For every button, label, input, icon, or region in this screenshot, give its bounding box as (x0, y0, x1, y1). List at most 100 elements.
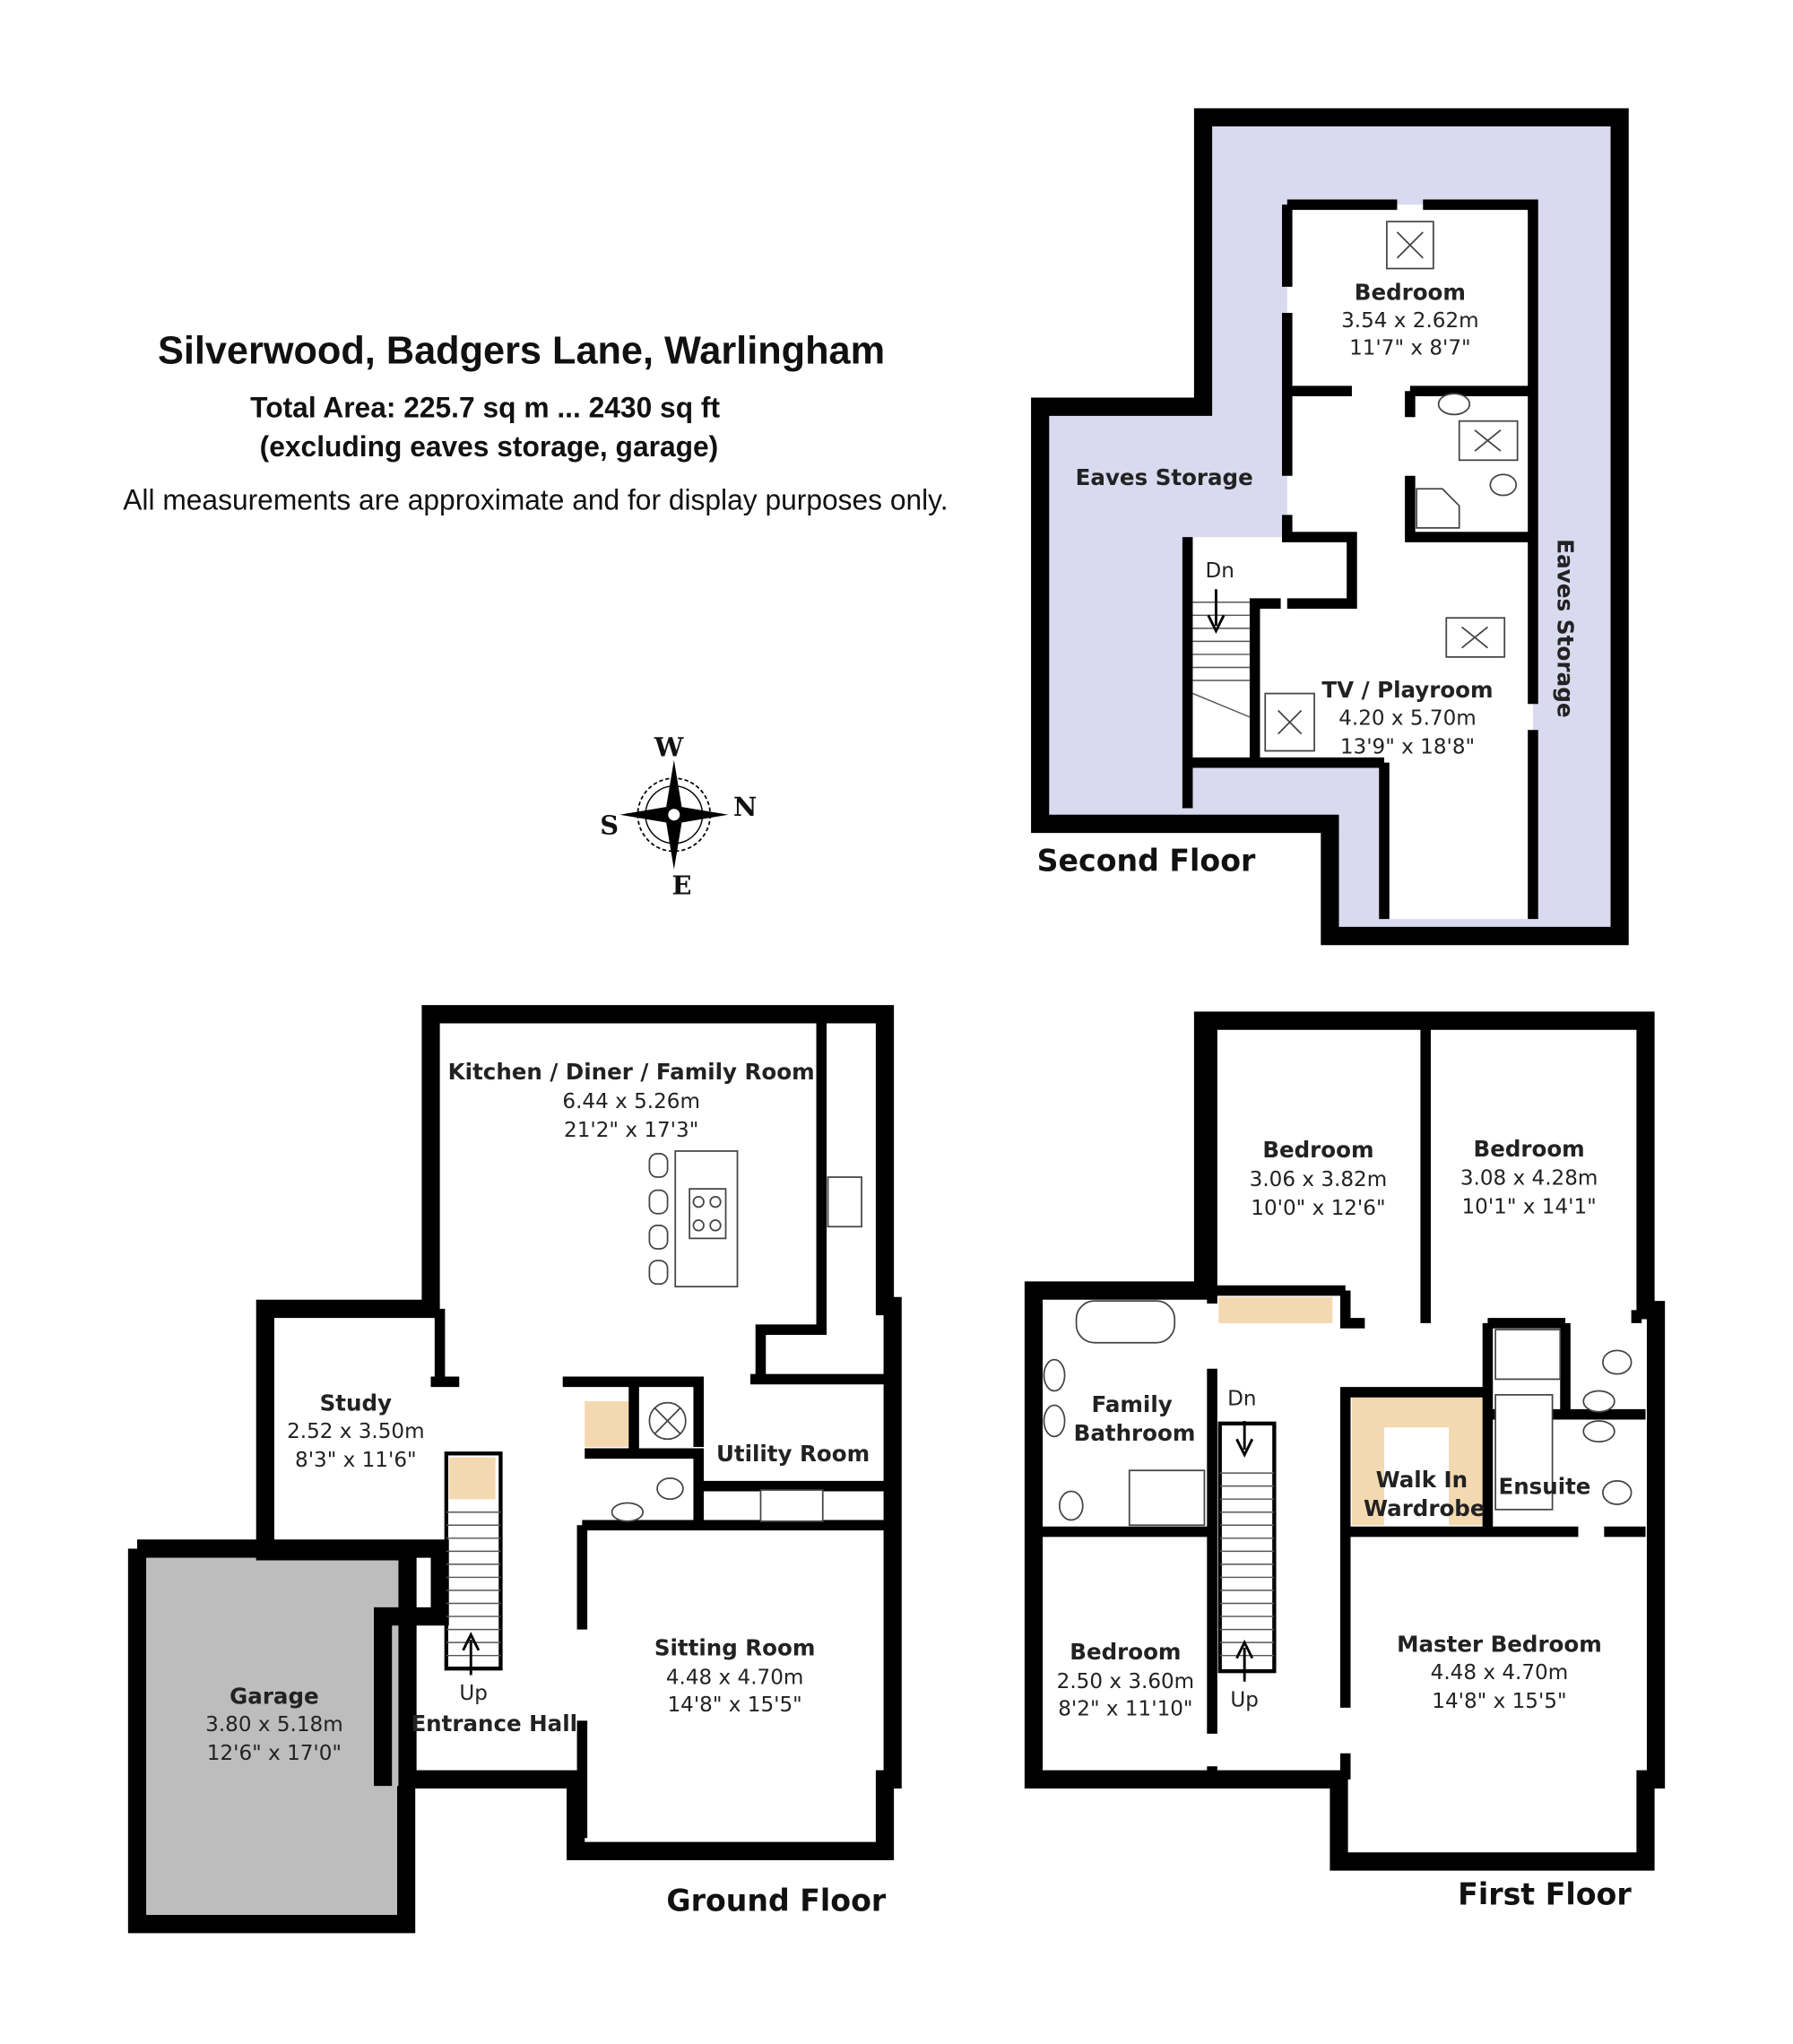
skylight-icon (1445, 617, 1506, 658)
area-exclusion: (excluding eaves storage, garage) (260, 430, 719, 463)
room-metric: 4.48 x 4.70m (666, 1666, 804, 1690)
skylight-icon (1386, 221, 1434, 270)
total-area: Total Area: 225.7 sq m ... 2430 sq ft (250, 391, 720, 423)
room-imperial: 8'2" x 11'10" (1058, 1696, 1192, 1720)
skylight-icon (1458, 420, 1519, 462)
toilet-icon (656, 1477, 684, 1501)
first-floor-inner-walls (1033, 1020, 1646, 1780)
down-arrow-icon (1207, 589, 1226, 635)
basin-icon (1043, 1358, 1066, 1392)
header: Silverwood, Badgers Lane, Warlingham Tot… (123, 330, 948, 516)
room-metric: 3.54 x 2.62m (1341, 308, 1479, 333)
eaves-storage-label: Eaves Storage (1076, 464, 1253, 490)
room-imperial: 14'8" x 15'5" (1432, 1689, 1566, 1713)
garage-area (136, 1557, 407, 1916)
basin-icon (1582, 1420, 1615, 1443)
room-name: Ensuite (1498, 1473, 1590, 1499)
stairs (1217, 1421, 1277, 1674)
room-metric: 2.52 x 3.50m (287, 1419, 425, 1443)
ground-floor-outer-wall (256, 1005, 902, 1860)
stairs-up-label: Up (1230, 1687, 1259, 1711)
first-floor-plan: Dn Up Bedroom 3.06 x 3.82m 10'0" x 12'6"… (1024, 1011, 1666, 1911)
room-imperial: 12'6" x 17'0" (207, 1741, 342, 1765)
room-name: Bedroom (1474, 1136, 1585, 1162)
room-metric: 3.80 x 5.18m (205, 1712, 343, 1737)
boiler-icon (648, 1401, 687, 1441)
ground-floor-inner-walls (430, 1017, 893, 1839)
wardrobe-fill (1351, 1391, 1486, 1526)
kitchen-sink-icon (827, 1176, 862, 1228)
room-name: Bedroom (1355, 279, 1466, 305)
room-name: Master Bedroom (1397, 1631, 1602, 1657)
compass-west: W (654, 732, 684, 762)
room-metric: 4.20 x 5.70m (1338, 706, 1477, 730)
shower-icon (1494, 1329, 1562, 1381)
room-imperial: 10'1" x 14'1" (1461, 1195, 1596, 1219)
stairs (1192, 602, 1251, 718)
room-name: Family (1092, 1391, 1173, 1417)
cupboard-fill (585, 1401, 635, 1448)
floor-label: Ground Floor (666, 1884, 886, 1918)
room-name: Walk In (1376, 1467, 1468, 1493)
utility-sink-icon (759, 1489, 824, 1522)
toilet-icon (1602, 1349, 1633, 1375)
ground-floor-plan: Up Kitchen / Diner / Family Room 6.44 x … (127, 1005, 902, 1934)
toilet-icon (1602, 1479, 1633, 1505)
hob-icon (689, 1188, 727, 1240)
compass-south: S (600, 810, 619, 841)
room-imperial: 8'3" x 11'6" (295, 1448, 417, 1472)
compass-icon: W N S E (600, 732, 757, 900)
second-floor-plan: Dn Bedroom 3.54 x 2.62m 11'7" x 8'7" TV … (1031, 108, 1629, 946)
room-metric: 2.50 x 3.60m (1057, 1669, 1195, 1693)
up-arrow-icon (1235, 1639, 1254, 1682)
shower-icon (1128, 1469, 1206, 1527)
toilet-icon (1489, 473, 1518, 497)
skylight-icon (1264, 692, 1315, 752)
floor-label: Second Floor (1037, 843, 1256, 878)
shower-icon (1494, 1393, 1554, 1511)
garage-wall (127, 1539, 449, 1934)
basin-icon (611, 1502, 645, 1522)
room-name: Bedroom (1070, 1639, 1181, 1665)
eaves-storage-label: Eaves Storage (1552, 539, 1578, 718)
room-metric: 3.08 x 4.28m (1460, 1166, 1598, 1191)
bar-stool-icon (648, 1152, 669, 1286)
disclaimer: All measurements are approximate and for… (123, 483, 948, 515)
second-floor-outer-wall (1031, 108, 1629, 946)
stairs-down-label: Dn (1227, 1386, 1256, 1410)
room-name: Kitchen / Diner / Family Room (448, 1059, 815, 1085)
first-floor-outer-wall (1024, 1011, 1666, 1871)
down-arrow-icon (1235, 1420, 1254, 1459)
second-floor-inner-walls (1182, 199, 1538, 920)
room-name-line2: Wardrobe (1364, 1495, 1485, 1521)
stairs (444, 1451, 503, 1671)
plan-title: Silverwood, Badgers Lane, Warlingham (158, 330, 885, 373)
cupboard-fill (448, 1457, 496, 1500)
room-imperial: 21'2" x 17'3" (564, 1118, 698, 1142)
basin-icon (1043, 1404, 1066, 1438)
room-name: Study (320, 1390, 392, 1416)
up-arrow-icon (462, 1632, 481, 1676)
basin-icon (1582, 1390, 1615, 1413)
room-imperial: 14'8" x 15'5" (667, 1693, 801, 1717)
room-name: TV / Playroom (1321, 677, 1493, 703)
room-metric: 4.48 x 4.70m (1431, 1660, 1569, 1685)
compass-east: E (671, 870, 691, 900)
room-metric: 3.06 x 3.82m (1250, 1167, 1388, 1191)
shower-icon (1416, 488, 1460, 529)
room-metric: 6.44 x 5.26m (562, 1089, 700, 1113)
basin-icon (1437, 393, 1471, 416)
room-name: Bedroom (1262, 1137, 1373, 1163)
room-name: Garage (230, 1683, 318, 1709)
room-imperial: 10'0" x 12'6" (1251, 1196, 1385, 1220)
room-name-line2: Bathroom (1074, 1420, 1196, 1446)
room-name: Utility Room (716, 1441, 870, 1467)
floor-label: First Floor (1458, 1876, 1632, 1911)
stairs-label: Dn (1206, 559, 1234, 583)
room-imperial: 13'9" x 18'8" (1340, 734, 1475, 758)
room-imperial: 11'7" x 8'7" (1349, 335, 1471, 359)
stairs-label: Up (459, 1681, 488, 1705)
cupboard-fill (1218, 1296, 1333, 1323)
room-name: Sitting Room (654, 1635, 816, 1661)
